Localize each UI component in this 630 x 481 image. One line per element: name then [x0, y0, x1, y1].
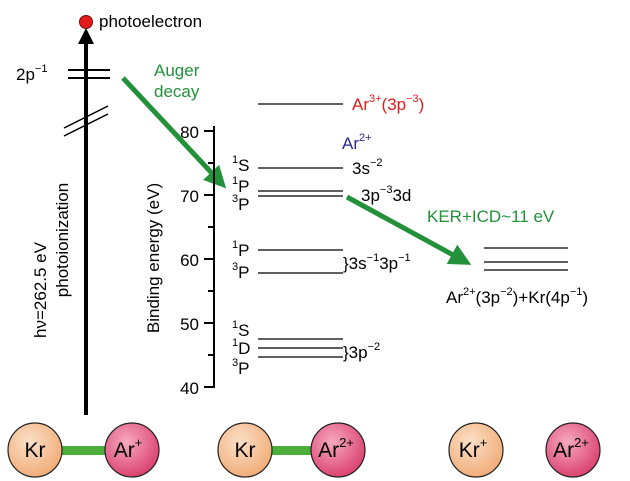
photoelectron-dot	[79, 15, 93, 29]
term-3P-upper: 3P	[232, 193, 249, 214]
axis-break-1	[63, 105, 109, 129]
tick-label-80: 80	[180, 123, 199, 142]
term-1S-low: 1S	[232, 319, 249, 340]
config-3s1-3p1: }3s−13p−1	[343, 252, 411, 273]
atom-kr-3	[448, 422, 504, 478]
bond-2	[260, 446, 340, 455]
term-3P-mid: 3P	[232, 261, 249, 282]
tick-label-40: 40	[180, 379, 199, 398]
binding-energy-axis-label: Binding energy (eV)	[144, 183, 163, 333]
auger-label-1: Auger	[154, 61, 200, 80]
term-1S-upper: 1S	[232, 154, 249, 175]
kericd-arrow	[345, 194, 472, 265]
atom-ar-1	[104, 422, 160, 478]
kericd-label: KER+ICD~11 eV	[427, 207, 555, 226]
term-3P-low: 3P	[232, 357, 249, 378]
term-1P-mid: 1P	[232, 239, 249, 260]
atom-kr-1	[7, 422, 63, 478]
atom-kr-3-label: Kr+	[459, 435, 488, 462]
atom-ar-2-label: Ar2+	[318, 435, 354, 462]
config-3s2: 3s−2	[352, 157, 383, 178]
ar3-label: Ar3+(3p−3)	[352, 93, 424, 114]
atom-ar-1-label: Ar+	[114, 435, 143, 462]
photoionization-label: photoionization	[53, 183, 72, 297]
config-3p2: }3p−2	[343, 341, 380, 362]
atom-ar-3-label: Ar2+	[553, 435, 589, 462]
axis-break-2	[63, 113, 109, 137]
term-1P-upper: 1P	[232, 175, 249, 196]
axis-ticks	[204, 130, 214, 388]
auger-label-2: decay	[154, 82, 200, 101]
atom-ar-3	[545, 422, 601, 478]
atom-kr-1-label: Kr	[25, 439, 46, 462]
bond-1	[50, 446, 130, 455]
config-3p3-3d: 3p−33d	[361, 184, 411, 205]
final-state-label: Ar2+(3p−2)+Kr(4p−1)	[446, 286, 588, 307]
tick-label-60: 60	[180, 251, 199, 270]
photon-energy-label: hν=262.5 eV	[31, 241, 50, 338]
tick-label-70: 70	[180, 187, 199, 206]
term-1D-low: 1D	[232, 337, 250, 358]
atom-ar-2	[310, 422, 366, 478]
axis-arrowhead	[78, 28, 94, 44]
tick-label-50: 50	[180, 315, 199, 334]
ar2-header: Ar2+	[342, 132, 372, 153]
atom-kr-2-label: Kr	[235, 439, 256, 462]
auger-arrow	[121, 76, 227, 189]
photoelectron-label: photoelectron	[99, 12, 202, 31]
core-hole-label: 2p−1	[16, 63, 47, 84]
atom-kr-2	[217, 422, 273, 478]
